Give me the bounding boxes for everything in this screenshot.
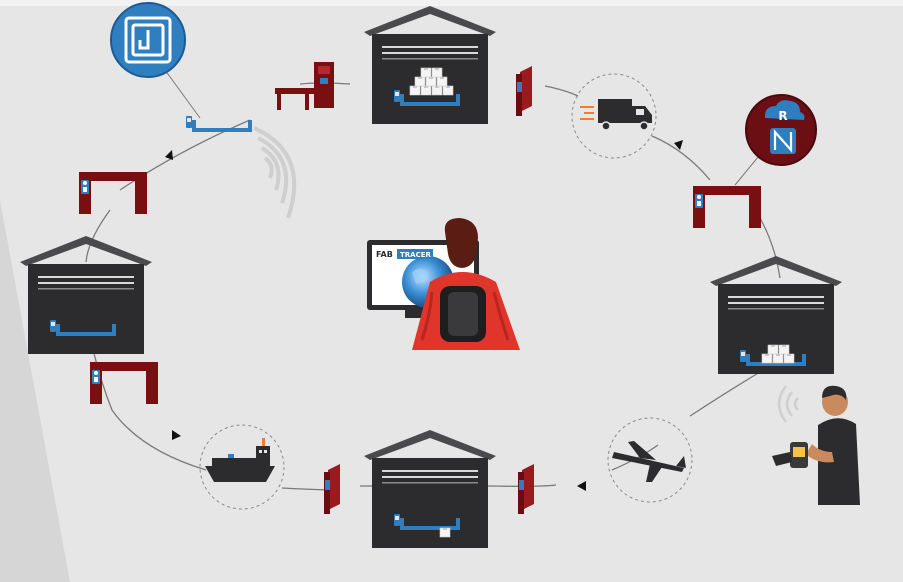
rfid-gate-right [693, 186, 761, 228]
signal-waves-icon [253, 126, 297, 219]
cloud-r-glyph: R [778, 109, 787, 123]
arrow-head [577, 481, 586, 491]
scanner-signal-waves [777, 385, 799, 423]
warehouse-bottom [364, 430, 496, 548]
rfid-gate-post-bottom-left [324, 464, 340, 514]
cargo-ship-icon [199, 424, 285, 510]
rfid-badge-connector [164, 69, 201, 119]
cloud-rfid-nfc-icon: R [745, 94, 817, 166]
arrow-head [172, 430, 181, 440]
truck-motion-lines [580, 106, 594, 120]
flow-arrows [165, 140, 683, 491]
airplane-icon [607, 417, 693, 503]
monitor-logo-banner [397, 249, 433, 259]
operator-at-computer-icon: FAB TRACER [367, 218, 520, 350]
warehouse-left [20, 236, 152, 354]
background-shade [0, 200, 70, 582]
rfid-gate-left-bottom [90, 362, 158, 404]
top-highlight [0, 0, 903, 6]
monitor-logo-right: TRACER [400, 251, 432, 259]
monitor-logo-left: FAB [376, 250, 393, 259]
warehouse-right [710, 256, 842, 374]
arrow-head [674, 140, 683, 150]
warehouse-top [364, 6, 496, 124]
handheld-scanner-icon [772, 385, 860, 505]
rfid-gate-post-top [516, 66, 532, 116]
truck-icon [571, 73, 657, 159]
rfid-gate-left-top [79, 172, 147, 214]
arrow-head [165, 150, 173, 160]
rfid-tag-icon [110, 2, 186, 78]
conveyor-station [275, 62, 334, 110]
rfid-gate-post-bottom-right [518, 464, 534, 514]
